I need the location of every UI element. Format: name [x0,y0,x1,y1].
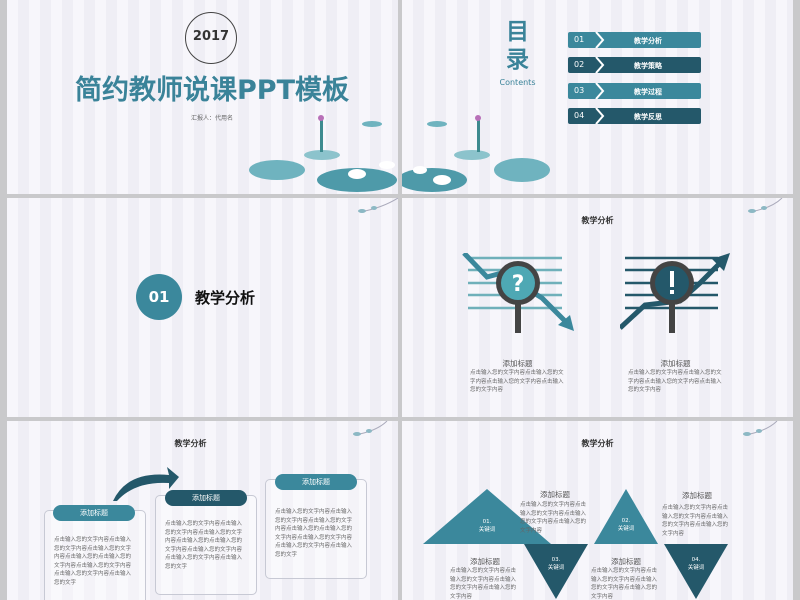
triangle-num: 04. [691,557,701,563]
triangle-up-1 [423,489,551,544]
triangle-label: 04. 关键词 [676,556,716,572]
toc-label: 教学反思 [634,113,662,121]
branch-decoration-icon [748,198,783,213]
exclamation-magnifier-icon [620,253,730,333]
triangle-label: 01. 关键词 [467,518,507,534]
curved-arrow-icon [113,467,179,501]
slide-section[interactable]: 01 教学分析 [7,198,398,417]
toc-num: 02 [574,60,585,69]
slide-title: 教学分析 [581,439,614,448]
branch-decoration-icon [358,198,398,213]
section-title: 教学分析 [195,289,256,307]
slide-analysis-1[interactable]: 教学分析 ? 添加标题 点击输入您的文字内容点击输入您的文字内容点击输入您的文字… [402,198,793,417]
toc-num: 04 [574,111,585,120]
block-heading: 添加标题 [540,490,570,499]
toc-item-3[interactable]: 03 教学过程 [568,83,701,99]
slide-cover[interactable]: 2017 简约教师说课PPT模板 汇报人：代用名 [7,0,398,194]
card-heading-pill: 添加标题 [275,474,357,490]
triangle-keyword: 关键词 [478,527,496,533]
block-body: 点击输入您的文字内容点击输入您的文字内容点击输入您的文字内容点击输入您的文字内容 [591,568,658,600]
triangle-num: 01. [482,519,492,525]
card-heading-pill: 添加标题 [53,505,135,521]
toc-label: 教学策略 [634,62,662,70]
toc-num: 03 [574,86,585,95]
triangle-num: 02. [621,518,631,524]
card [265,479,367,579]
chevron-right-icon [595,83,605,99]
block-body: 点击输入您的文字内容点击输入您的文字内容点击输入您的文字内容点击输入您的文字内容 [470,370,564,393]
block-heading: 添加标题 [470,557,500,566]
chevron-right-icon [595,57,605,73]
slide-title: 教学分析 [174,439,207,448]
block-body: 点击输入您的文字内容点击输入您的文字内容点击输入您的文字内容点击输入您的文字内容 [662,505,729,537]
card-heading-pill: 添加标题 [165,490,247,506]
svg-text:?: ? [512,272,525,297]
triangles-diagram [423,489,728,599]
block-body: 点击输入您的文字内容点击输入您的文字内容点击输入您的文字内容点击输入您的文字内容 [450,568,517,600]
year-label: 2017 [192,29,230,44]
block-heading: 添加标题 [660,359,691,368]
block-heading: 添加标题 [502,359,533,368]
contents-title: 目 录 [500,18,535,74]
triangle-num: 03. [551,557,561,563]
chevron-right-icon [595,32,605,48]
toc-item-2[interactable]: 02 教学策略 [568,57,701,73]
triangle-keyword: 关键词 [617,526,635,532]
triangle-up-2 [594,489,658,544]
triangle-down-3 [524,544,588,599]
chevron-right-icon [595,108,605,124]
card-body: 点击输入您的文字内容点击输入您的文字内容点击输入您的文字内容点击输入您的点击输入… [275,509,353,558]
block-heading: 添加标题 [682,491,712,500]
block-body: 点击输入您的文字内容点击输入您的文字内容点击输入您的文字内容点击输入您的文字内容 [520,502,587,534]
contents-title-line1: 目 [506,19,529,45]
triangle-down-4 [664,544,728,599]
question-magnifier-icon: ? [462,253,574,333]
toc-item-4[interactable]: 04 教学反思 [568,108,701,124]
branch-decoration-icon [353,421,388,436]
contents-subtitle: Contents [499,78,536,87]
section-number-circle: 01 [136,274,182,320]
toc-label: 教学过程 [634,88,662,96]
contents-title-line2: 录 [506,47,529,73]
cover-title: 简约教师说课PPT模板 [75,75,349,106]
slide-title: 教学分析 [581,216,614,225]
triangle-keyword: 关键词 [547,565,565,571]
slide-analysis-3[interactable]: 教学分析 01. 关键词 02. 关键词 03. 关键词 04. 关键词 添加标题 点击… [402,421,793,600]
lotus-decoration-icon [402,115,550,192]
slide-analysis-2[interactable]: 教学分析 添加标题 点击输入您的文字内容点击输入您的文字内容点击输入您的文字内容… [7,421,398,600]
triangle-keyword: 关键词 [687,565,705,571]
year-circle [185,12,237,64]
block-body: 点击输入您的文字内容点击输入您的文字内容点击输入您的文字内容点击输入您的文字内容 [628,370,722,393]
card-body: 点击输入您的文字内容点击输入您的文字内容点击输入您的文字内容点击输入您的点击输入… [165,521,243,570]
lotus-decoration-icon [249,115,397,192]
card-body: 点击输入您的文字内容点击输入您的文字内容点击输入您的文字内容点击输入您的点击输入… [54,537,132,586]
toc-num: 01 [574,35,585,44]
block-heading: 添加标题 [611,557,641,566]
reporter-label: 汇报人：代用名 [190,115,233,122]
toc-label: 教学分析 [634,37,662,45]
branch-decoration-icon [743,421,778,436]
toc-item-1[interactable]: 01 教学分析 [568,32,701,48]
triangle-label: 03. 关键词 [536,556,576,572]
triangle-label: 02. 关键词 [606,517,646,533]
